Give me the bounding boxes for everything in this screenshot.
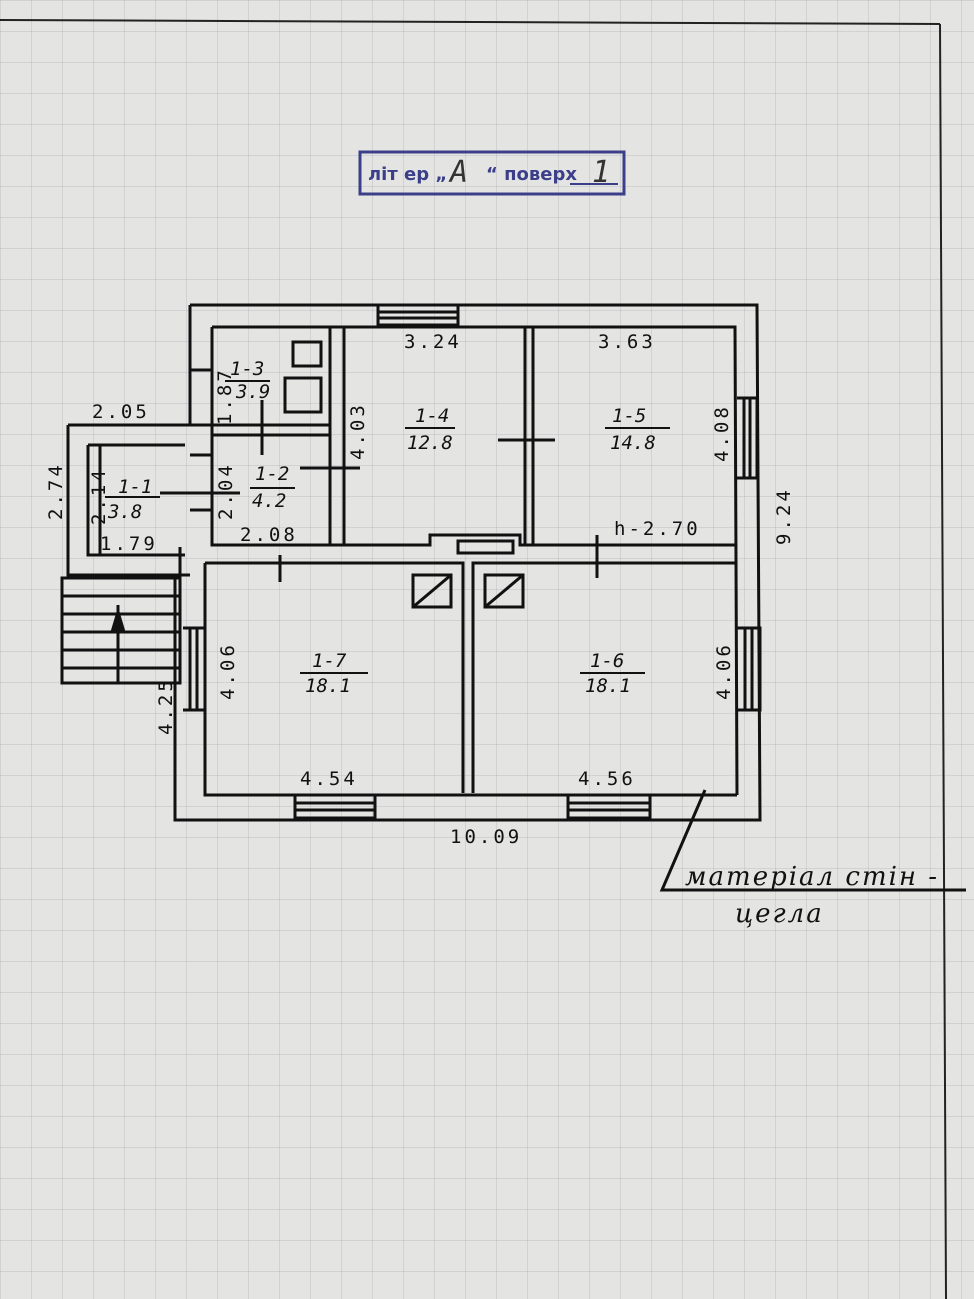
dim-room-1-6-depth: 4.06 xyxy=(713,642,735,700)
dim-ceiling-height: h-2.70 xyxy=(614,518,701,540)
room-area: 18.1 xyxy=(585,675,631,697)
dim-room-1-4-depth: 4.03 xyxy=(347,402,369,460)
dim-room-1-5-width: 3.63 xyxy=(598,331,656,353)
dim-room-1-5-depth: 4.08 xyxy=(711,404,733,462)
dim-room-1-7-depth: 4.06 xyxy=(217,642,239,700)
room-id: 1-2 xyxy=(255,463,289,485)
stamp: літ ер „ А “ поверх 1 xyxy=(358,150,626,196)
page-border-top xyxy=(0,19,941,25)
dim-room-1-7-width: 4.54 xyxy=(300,768,358,790)
dim-room-1-2-side: 2.04 xyxy=(215,462,237,520)
dim-porch-width: 2.05 xyxy=(92,401,150,423)
room-labels: 1-1 3.8 1-2 4.2 1-3 3.9 1-4 12.8 1-5 14.… xyxy=(105,358,670,697)
stamp-floor: 1 xyxy=(592,155,610,190)
dim-room-1-6-width: 4.56 xyxy=(578,768,636,790)
dim-room-1-3-side: 1.87 xyxy=(214,367,236,425)
walls xyxy=(60,303,966,892)
dimensions: 2.05 2.74 2.14 1.79 1.87 2.04 2.08 3.24 … xyxy=(45,331,795,848)
dim-left-wing: 4.25 xyxy=(155,677,177,735)
wall-material-value: цегла xyxy=(735,899,824,929)
room-id: 1-4 xyxy=(415,405,449,427)
stamp-letter: А xyxy=(448,155,468,190)
room-area: 3.9 xyxy=(235,381,270,403)
dim-porch-bottom: 1.79 xyxy=(100,533,158,555)
room-id: 1-1 xyxy=(118,476,152,498)
stamp-prefix: літ ер „ xyxy=(368,164,447,185)
dim-room-1-2-width: 2.08 xyxy=(240,524,298,546)
room-area: 3.8 xyxy=(107,501,142,523)
room-id: 1-7 xyxy=(312,650,347,672)
dim-total-width: 10.09 xyxy=(450,826,522,848)
room-id: 1-5 xyxy=(612,405,646,427)
page-border-right xyxy=(939,23,947,1299)
room-area: 12.8 xyxy=(407,432,453,454)
room-area: 18.1 xyxy=(305,675,351,697)
room-id: 1-3 xyxy=(230,358,264,380)
dim-total-depth: 9.24 xyxy=(773,487,795,545)
wall-material-note: матеріал стін - xyxy=(685,862,939,892)
room-id: 1-6 xyxy=(590,650,624,672)
dim-porch-depth: 2.74 xyxy=(45,462,67,520)
dim-porch-inner: 2.14 xyxy=(88,467,110,525)
stamp-suffix: “ поверх xyxy=(486,164,577,185)
room-area: 4.2 xyxy=(252,490,286,512)
room-area: 14.8 xyxy=(610,432,656,454)
dim-room-1-4-width: 3.24 xyxy=(404,331,462,353)
